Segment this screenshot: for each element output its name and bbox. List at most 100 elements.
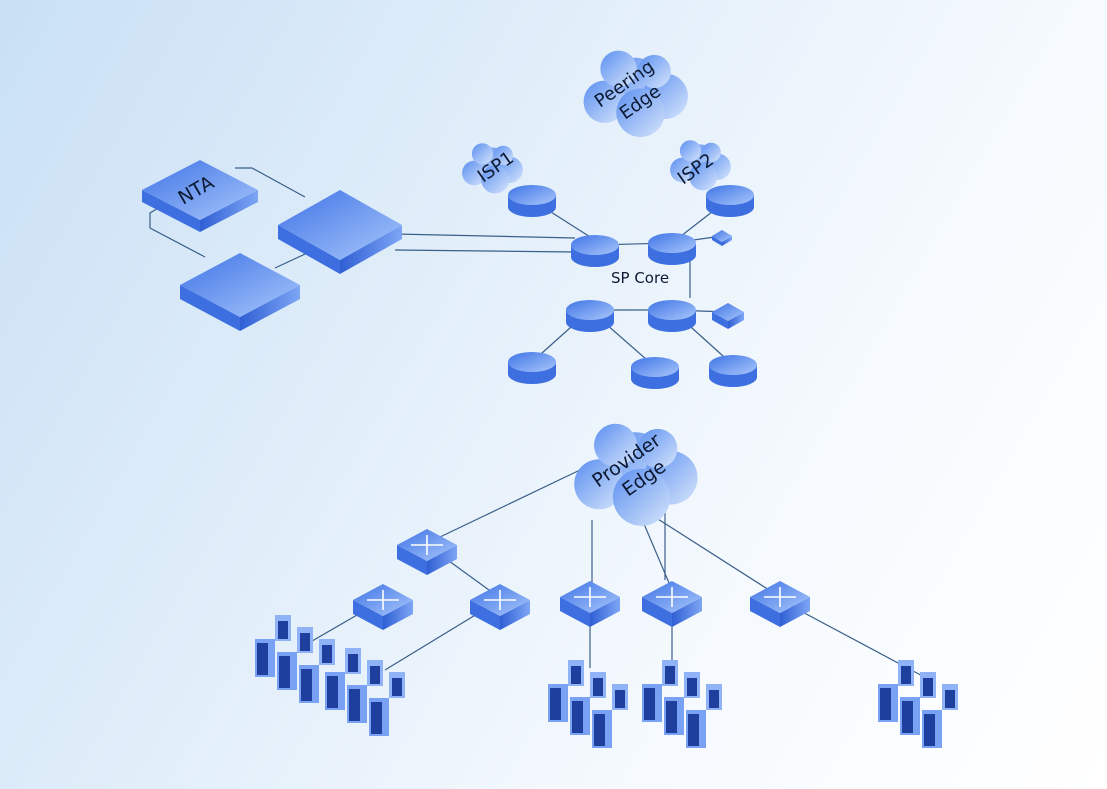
server-tower-front	[301, 669, 312, 701]
isp2-cloud	[670, 140, 731, 191]
cloud-puff	[594, 423, 637, 467]
connection-line	[394, 233, 576, 239]
server-front	[923, 678, 933, 696]
sp-core-label: SP Core	[611, 269, 669, 287]
server-cluster	[325, 648, 405, 736]
arrows-icon	[574, 587, 606, 607]
box-side-left	[750, 597, 780, 627]
box-side-right	[427, 545, 457, 575]
server-front	[370, 666, 380, 684]
server-tower-front	[371, 702, 382, 734]
box-top	[278, 190, 402, 260]
router-node	[648, 300, 696, 332]
router-node	[508, 352, 556, 384]
box-side-left	[180, 285, 240, 331]
cloud-puff	[689, 162, 718, 191]
router-node	[706, 185, 754, 217]
server-cluster	[642, 660, 722, 748]
box-side-right	[590, 597, 620, 627]
box-side-left	[712, 236, 722, 246]
router-top	[706, 185, 754, 205]
small-server	[712, 303, 744, 329]
cloud-puff	[637, 54, 671, 89]
cloud-puff	[679, 140, 701, 162]
arrows-icon	[484, 590, 516, 610]
box-side-right	[722, 236, 732, 246]
connection-line	[439, 469, 581, 538]
server-tower-front	[688, 714, 699, 746]
server-front	[615, 690, 625, 708]
connection-line	[394, 249, 576, 253]
cloud-puff	[574, 459, 625, 510]
server-front	[571, 666, 581, 684]
server-tower-front	[666, 701, 677, 733]
router-node	[709, 355, 757, 387]
server-cluster	[548, 660, 628, 748]
router-top	[508, 352, 556, 372]
server-front	[901, 666, 911, 684]
cloud-puff	[493, 145, 513, 166]
box-side-right	[728, 312, 744, 329]
cloud-puff	[616, 88, 665, 137]
server-front	[593, 678, 603, 696]
router-top	[648, 300, 696, 320]
box-side-right	[340, 225, 402, 274]
server-tower-front	[880, 688, 891, 720]
box-side-right	[500, 600, 530, 630]
cloud-puff	[583, 80, 626, 123]
box-side-left	[560, 597, 590, 627]
edge-switch	[560, 581, 620, 627]
server-tower-front	[594, 714, 605, 746]
router-node	[566, 300, 614, 332]
server-cluster	[255, 615, 335, 703]
router-node	[648, 233, 696, 265]
router-top	[571, 235, 619, 255]
storage-appliance	[180, 253, 300, 331]
cloud-puff	[701, 142, 721, 163]
peering-edge-cloud	[583, 50, 688, 137]
isp1-cloud	[462, 143, 523, 194]
server-front	[300, 633, 310, 651]
box-top	[712, 303, 744, 321]
server-tower-front	[349, 689, 360, 721]
server-cluster	[878, 660, 958, 748]
router-node	[631, 357, 679, 389]
router-top	[648, 233, 696, 253]
core-switch	[278, 190, 402, 274]
server-tower-front	[327, 676, 338, 708]
edge-switch	[397, 529, 457, 575]
connection-line	[635, 504, 781, 598]
server-front	[709, 690, 719, 708]
box-side-right	[200, 190, 258, 232]
server-tower-front	[924, 714, 935, 746]
box-side-left	[712, 312, 728, 329]
connection-line	[235, 167, 306, 198]
box-top	[142, 160, 258, 220]
nta-appliance	[142, 160, 258, 232]
small-device	[712, 230, 732, 246]
cloud-puff	[471, 143, 493, 165]
box-top	[180, 253, 300, 317]
connection-line	[149, 206, 206, 258]
box-top	[712, 230, 732, 242]
connection-lines	[149, 167, 931, 681]
arrows-icon	[367, 590, 399, 610]
provider-edge-cloud	[574, 423, 698, 526]
server-front	[392, 678, 402, 696]
arrows-icon	[764, 587, 796, 607]
router-top	[631, 357, 679, 377]
box-side-left	[397, 545, 427, 575]
router-node	[571, 235, 619, 267]
router-node	[508, 185, 556, 217]
server-tower-front	[279, 656, 290, 688]
cloud-puff	[638, 428, 678, 469]
cloud-puff	[600, 50, 637, 87]
server-front	[278, 621, 288, 639]
box-side-right	[672, 597, 702, 627]
server-front	[348, 654, 358, 672]
box-side-right	[780, 597, 810, 627]
box-side-left	[642, 597, 672, 627]
box-side-left	[278, 225, 340, 274]
arrows-icon	[411, 535, 443, 555]
